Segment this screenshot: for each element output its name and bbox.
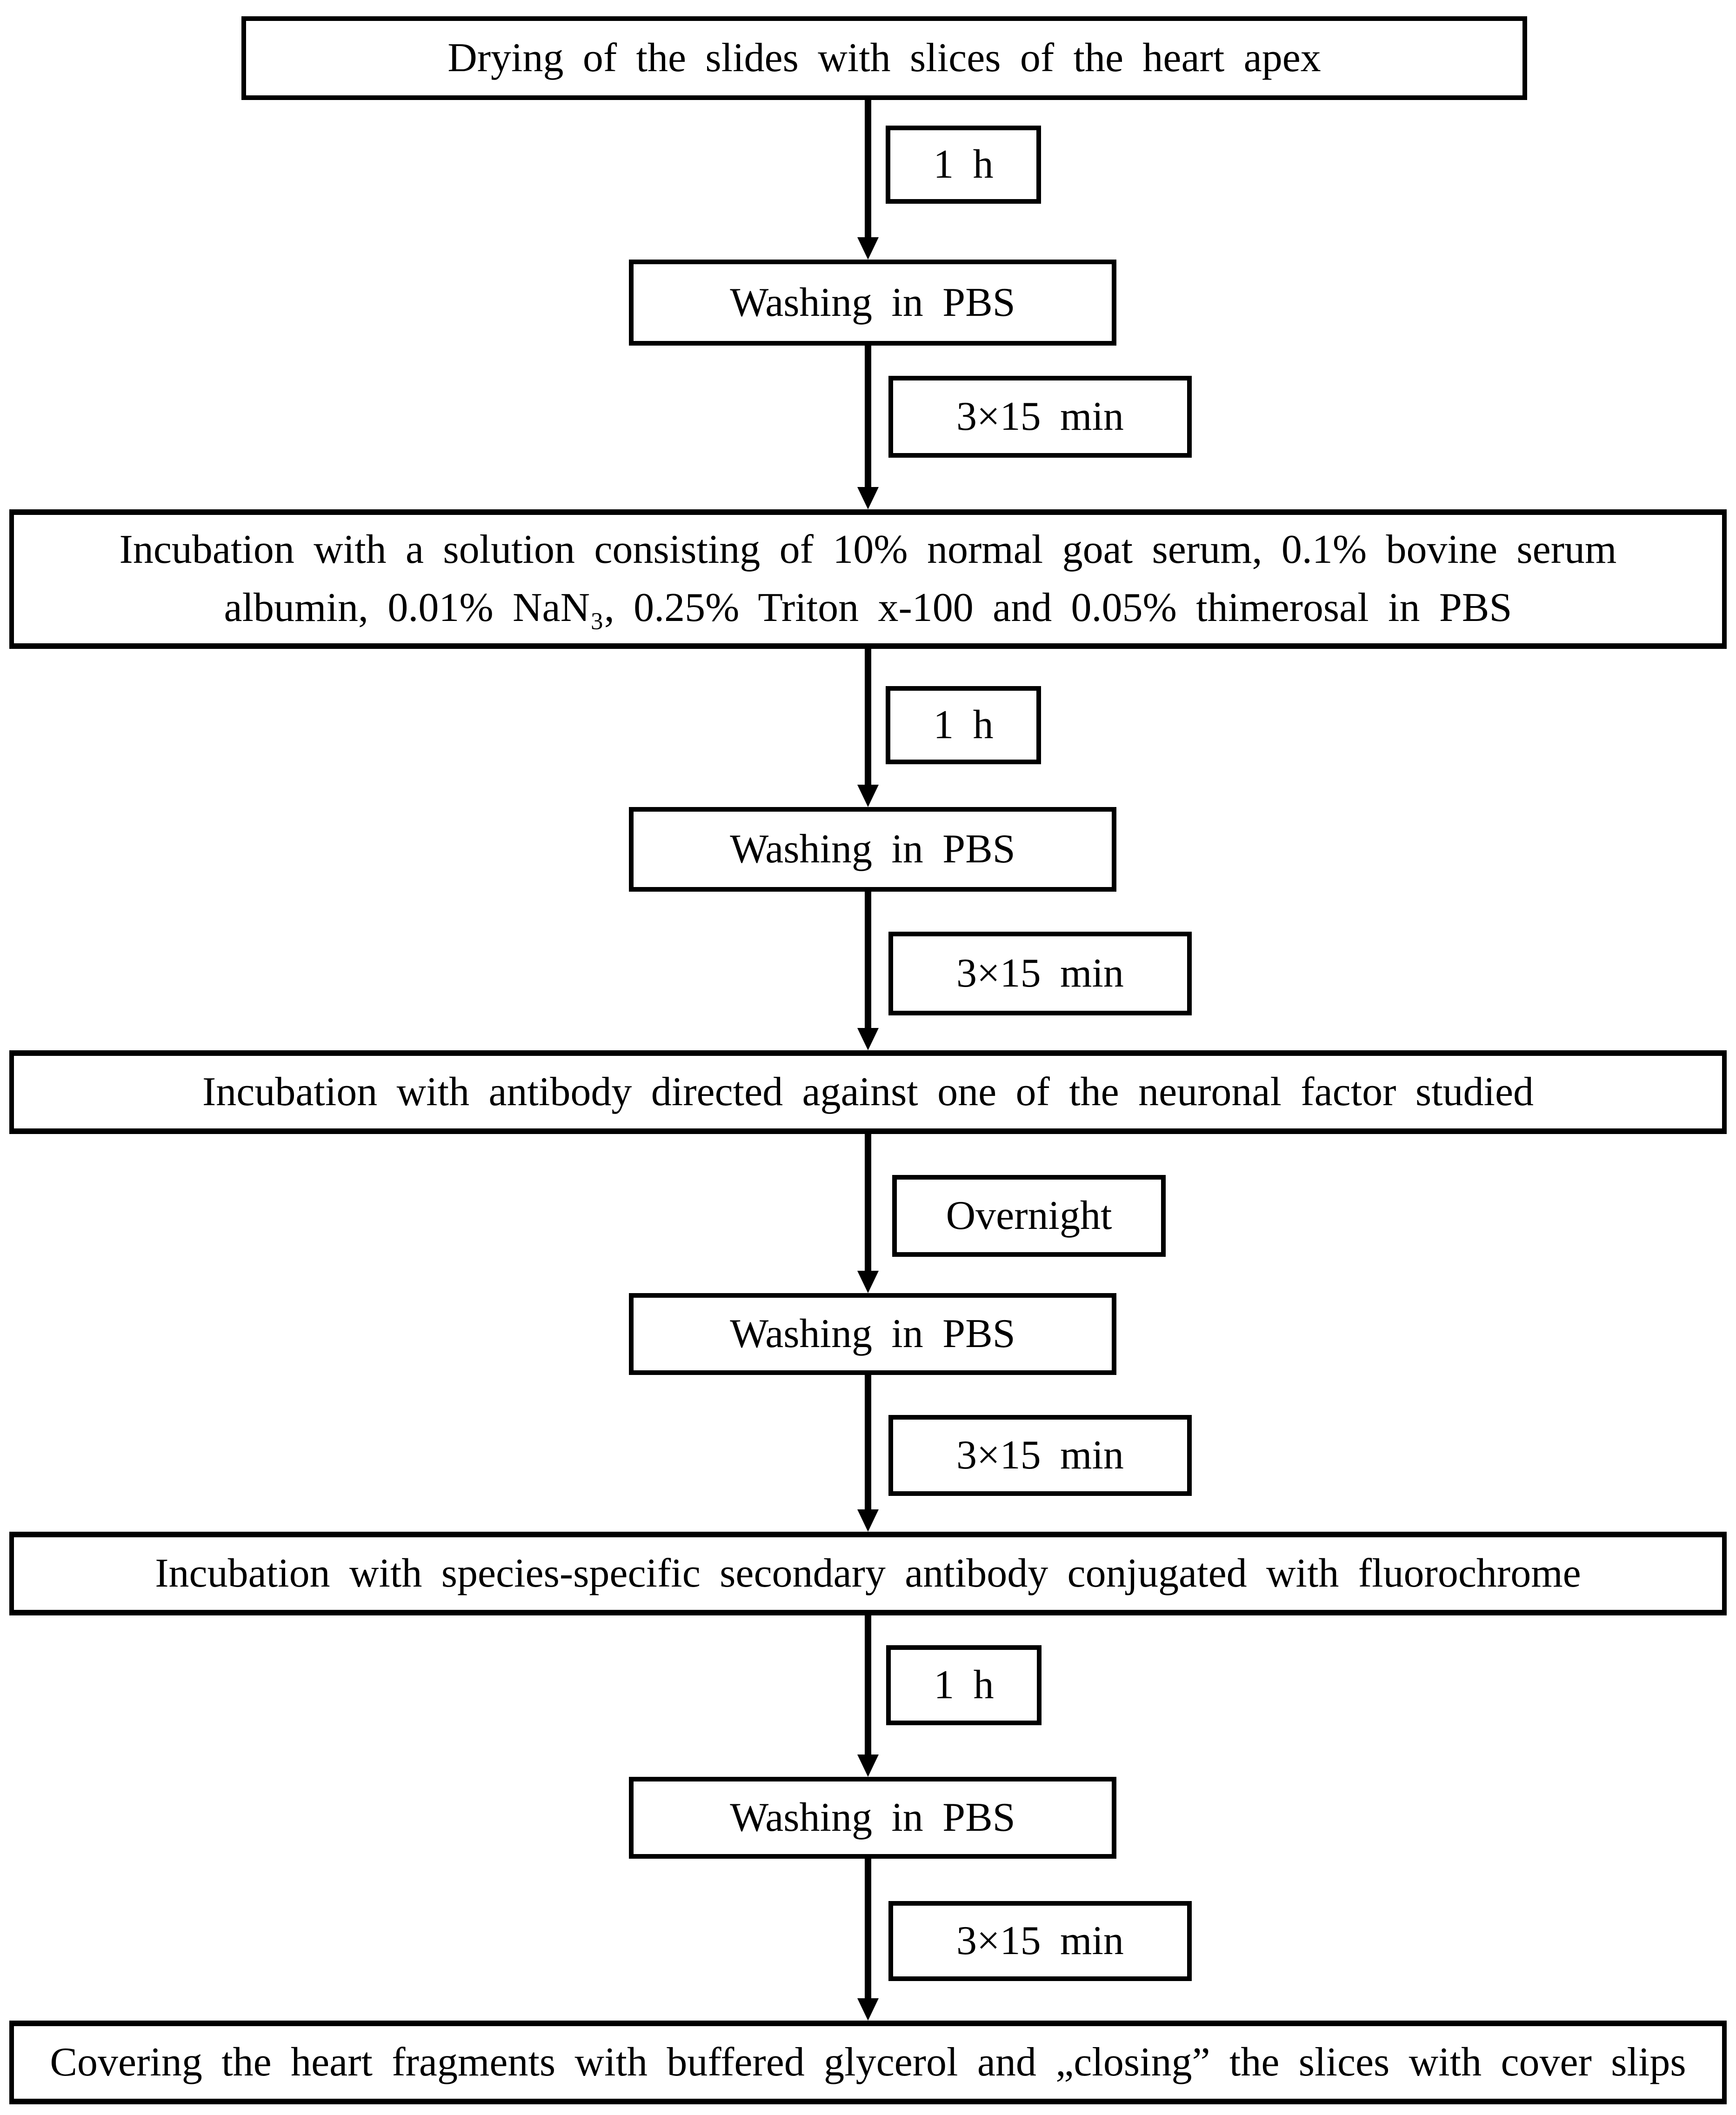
duration-text: 3×15 min [956,1433,1124,1478]
step-text-line-1: Incubation with a solution consisting of… [119,527,1617,573]
step-text: Incubation with species-specific seconda… [155,1551,1581,1596]
step-text: Drying of the slides with slices of the … [447,35,1321,81]
duration-text: 3×15 min [956,951,1124,996]
duration-text: 1 h [933,702,994,748]
duration-text: 3×15 min [956,394,1124,440]
down-arrow-icon [857,1134,879,1293]
down-arrow-icon [857,1615,879,1777]
step-text: Covering the heart fragments with buffer… [50,2040,1686,2085]
step-text: Washing in PBS [730,827,1015,872]
step-text: Incubation with antibody directed agains… [202,1069,1534,1115]
down-arrow-icon [857,346,879,509]
duration-text: Overnight [946,1193,1112,1239]
step-text: Washing in PBS [730,1795,1015,1841]
duration-text: 1 h [934,1662,994,1708]
step-text: Washing in PBS [730,280,1015,325]
down-arrow-icon [857,1859,879,2021]
step-box-washing-pbs-2: Washing in PBS [629,807,1116,892]
duration-box-3x15min-3: 3×15 min [888,1415,1192,1496]
down-arrow-icon [857,892,879,1050]
step-box-drying-slides: Drying of the slides with slices of the … [241,16,1527,100]
step-box-covering-cover-slips: Covering the heart fragments with buffer… [9,2021,1727,2104]
duration-text: 1 h [933,142,994,187]
duration-box-overnight: Overnight [892,1175,1166,1257]
step-box-washing-pbs-1: Washing in PBS [629,260,1116,346]
duration-box-3x15min-1: 3×15 min [888,376,1192,458]
step-box-washing-pbs-4: Washing in PBS [629,1777,1116,1859]
duration-box-3x15min-2: 3×15 min [888,932,1192,1015]
duration-box-1h-2: 1 h [886,686,1041,764]
duration-box-3x15min-4: 3×15 min [888,1901,1192,1981]
step-box-incubation-blocking-solution: Incubation with a solution consisting of… [9,509,1727,649]
down-arrow-icon [857,649,879,807]
duration-box-1h-3: 1 h [886,1645,1042,1725]
step-text-line-2: albumin, 0.01% NaN₃, 0.25% Triton x-100 … [224,585,1512,630]
step-box-incubation-primary-antibody: Incubation with antibody directed agains… [9,1050,1727,1134]
duration-box-1h-1: 1 h [886,126,1041,204]
step-box-incubation-secondary-antibody: Incubation with species-specific seconda… [9,1532,1727,1615]
step-text: Washing in PBS [730,1311,1015,1357]
down-arrow-icon [857,100,879,260]
duration-text: 3×15 min [956,1918,1124,1964]
down-arrow-icon [857,1375,879,1532]
step-box-washing-pbs-3: Washing in PBS [629,1293,1116,1375]
